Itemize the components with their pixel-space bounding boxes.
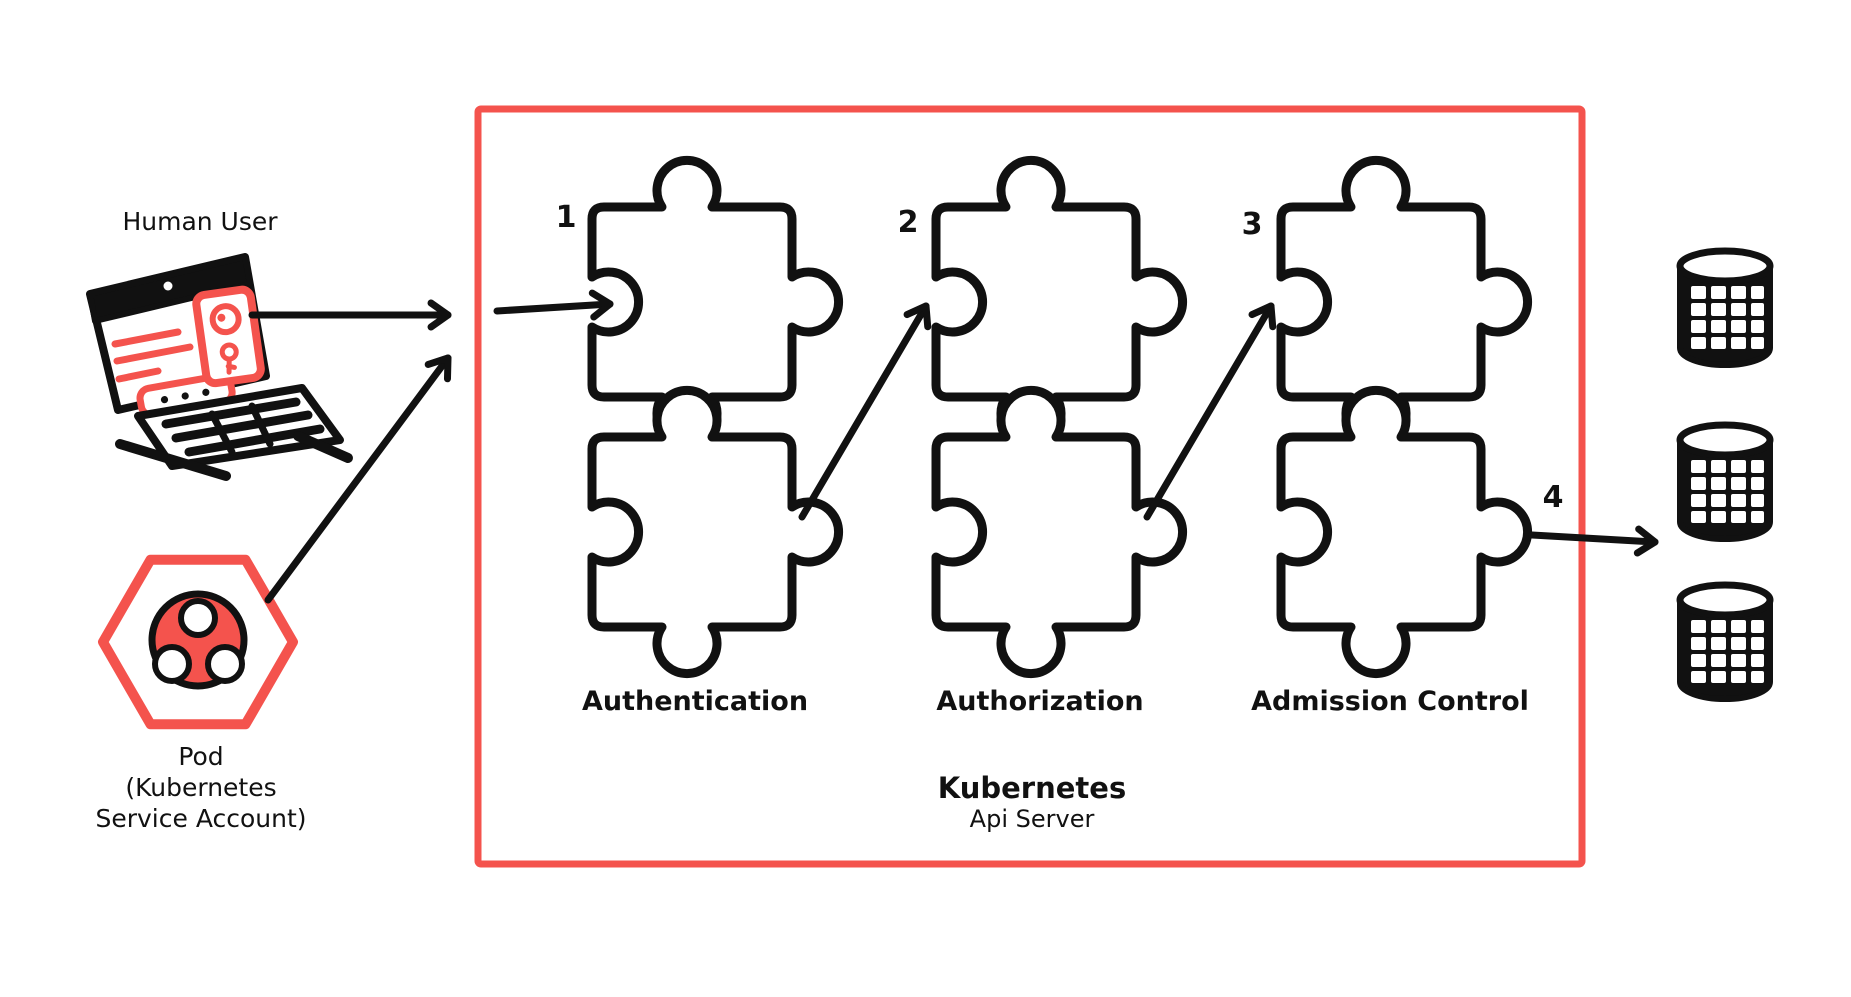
step-number-1: 1 xyxy=(555,200,577,235)
api-server-box-title: Kubernetes xyxy=(937,771,1127,805)
pod-label-line3: Service Account) xyxy=(95,804,307,833)
database-icon-3 xyxy=(1680,585,1770,699)
authorization-label: Authorization xyxy=(936,686,1144,717)
puzzle-piece-authorization-bottom xyxy=(936,390,1183,673)
laptop-camera-dot xyxy=(163,281,173,291)
laptop-screen-text-lines xyxy=(111,328,194,383)
laptop-key-card xyxy=(192,285,265,388)
step-number-4: 4 xyxy=(1542,480,1564,515)
api-server-box-subtitle: Api Server xyxy=(969,805,1095,833)
pod-hexagon-icon xyxy=(98,554,298,730)
laptop-keyboard xyxy=(115,384,353,481)
laptop-icon xyxy=(86,253,353,481)
step-number-2: 2 xyxy=(897,205,919,240)
step-number-3: 3 xyxy=(1241,207,1263,242)
pod-label-line1: Pod xyxy=(178,742,224,771)
database-icon-1 xyxy=(1680,251,1770,365)
authentication-label: Authentication xyxy=(581,686,809,717)
arrow-pod-to-box xyxy=(264,354,452,604)
arrow-step4-to-etcd xyxy=(1528,525,1659,557)
human-user-label: Human User xyxy=(122,207,278,236)
arrow-step2-authentication-to-authorization xyxy=(798,302,932,521)
pod-label-line2: (Kubernetes xyxy=(125,773,277,802)
arrow-step1-into-authentication xyxy=(493,289,614,321)
puzzle-piece-authentication-bottom xyxy=(592,390,839,673)
admission-control-label: Admission Control xyxy=(1251,686,1529,717)
database-icon-2 xyxy=(1680,425,1770,539)
arrow-step3-authorization-to-admission xyxy=(1143,302,1277,521)
api-server-box-border xyxy=(474,105,1586,868)
puzzle-piece-admission-bottom xyxy=(1281,390,1528,673)
